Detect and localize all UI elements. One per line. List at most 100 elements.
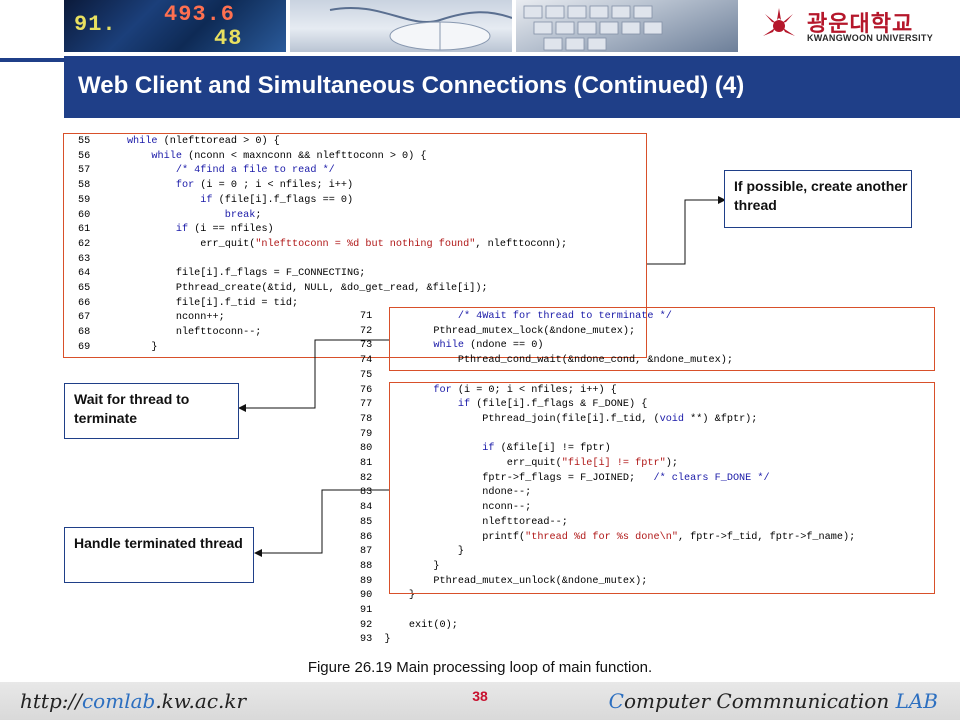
code-line: 59 if (file[i].f_flags == 0)	[78, 194, 567, 209]
code-text: if (&file[i] != fptr)	[482, 443, 611, 455]
code-text: while (nlefttoread > 0) {	[126, 136, 280, 147]
logo-english-text: KWANGWOON UNIVERSITY	[807, 33, 934, 43]
line-number: 72	[360, 325, 385, 337]
line-number: 77	[360, 399, 385, 411]
code-text: exit(0);	[384, 619, 458, 631]
lab-suffix: LAB	[895, 689, 938, 713]
ticker-text: 91.	[74, 12, 117, 37]
line-number: 85	[360, 516, 385, 528]
logo-korean-text: 광운대학교	[807, 11, 914, 36]
code-line: 72 Pthread_mutex_lock(&ndone_mutex);	[360, 325, 855, 340]
code-box-handle-thread	[389, 382, 935, 594]
line-number: 81	[360, 458, 385, 470]
line-number: 86	[360, 531, 385, 543]
code-text: Pthread_create(&tid, NULL, &do_get_read,…	[102, 283, 488, 295]
code-text: }	[384, 546, 464, 558]
code-text: for (i = 0 ; i < nfiles; i++)	[175, 180, 354, 192]
line-number: 56	[78, 150, 103, 162]
title-accent-stripe	[0, 58, 64, 62]
code-line: 81 err_quit("file[i] != fptr");	[360, 457, 855, 472]
callout-create-thread-text: If possible, create another thread	[734, 178, 908, 213]
line-number: 59	[78, 194, 103, 206]
line-number: 60	[78, 209, 103, 221]
code-text: /* 4Wait for thread to terminate */	[457, 311, 672, 322]
code-line: 78 Pthread_join(file[i].f_tid, (void **)…	[360, 413, 855, 428]
code-line: 93 }	[360, 633, 855, 648]
line-number: 76	[360, 384, 385, 396]
line-number: 74	[360, 355, 385, 367]
line-number: 93	[360, 634, 385, 646]
code-text: for (i = 0; i < nfiles; i++) {	[433, 384, 617, 396]
code-listing-top: 55 while (nlefttoread > 0) {56 while (nc…	[78, 135, 567, 356]
code-text: }	[384, 634, 391, 646]
line-number: 84	[360, 502, 385, 514]
code-line: 56 while (nconn < maxnconn && nlefttocon…	[78, 150, 567, 165]
line-number: 65	[78, 283, 103, 295]
line-number: 68	[78, 327, 103, 339]
code-line: 88 }	[360, 560, 855, 575]
code-line: 66 file[i].f_tid = tid;	[78, 297, 567, 312]
code-line: 69 }	[78, 341, 567, 356]
code-line: 63	[78, 253, 567, 268]
line-number: 91	[360, 605, 385, 617]
url-suffix: .kw.ac.kr	[155, 689, 247, 713]
figure-caption: Figure 26.19 Main processing loop of mai…	[307, 659, 653, 676]
code-text: printf("thread %d for %s done\n", fptr->…	[384, 531, 856, 543]
callout-wait-thread-text: Wait for thread to terminate	[74, 391, 190, 426]
callout-handle-thread-text: Handle terminated thread	[74, 535, 243, 551]
code-box-create-threads	[63, 133, 647, 358]
code-text: Pthread_mutex_lock(&ndone_mutex);	[384, 325, 636, 337]
code-text: nconn++;	[102, 312, 225, 324]
code-line: 92 exit(0);	[360, 619, 855, 634]
code-text: nlefttoread--;	[384, 516, 568, 528]
keyboard-photo	[516, 0, 738, 52]
line-number: 64	[78, 268, 103, 280]
code-line: 71 /* 4Wait for thread to terminate */	[360, 310, 855, 325]
title-bar: Web Client and Simultaneous Connections …	[64, 56, 960, 118]
code-line: 57 /* 4find a file to read */	[78, 164, 567, 179]
lab-words: omputer Commnunication	[623, 689, 896, 713]
callout-wait-thread: Wait for thread to terminate	[64, 383, 239, 439]
code-text: file[i].f_flags = F_CONNECTING;	[102, 268, 366, 280]
code-line: 68 nlefttoconn--;	[78, 326, 567, 341]
university-logo: 광운대학교 KWANGWOON UNIVERSITY	[745, 0, 960, 52]
line-number: 92	[360, 619, 385, 631]
code-text: Pthread_cond_wait(&ndone_cond, &ndone_mu…	[384, 355, 733, 367]
code-text: fptr->f_flags = F_JOINED; /* clears F_DO…	[384, 472, 770, 484]
code-line: 91	[360, 604, 855, 619]
footer-url[interactable]: http://comlab.kw.ac.kr	[20, 689, 246, 713]
ticker-text: 493.6	[164, 2, 236, 27]
code-text: ndone--;	[384, 487, 532, 499]
code-text: while (nconn < maxnconn && nlefttoconn >…	[151, 150, 427, 162]
callout-handle-thread: Handle terminated thread	[64, 527, 254, 583]
code-line: 55 while (nlefttoread > 0) {	[78, 135, 567, 150]
line-number: 57	[78, 165, 103, 177]
code-text: nconn--;	[384, 502, 532, 514]
code-text: break;	[224, 209, 262, 221]
lab-initial: C	[608, 689, 624, 713]
line-number: 62	[78, 238, 103, 250]
code-text: nlefttoconn--;	[102, 327, 262, 339]
code-text: if (file[i].f_flags & F_DONE) {	[457, 399, 648, 411]
line-number: 78	[360, 413, 385, 425]
code-text: }	[102, 341, 158, 353]
line-number: 83	[360, 487, 385, 499]
line-number: 71	[360, 311, 385, 322]
header-banner: 91. 493.6 48 광운대학교	[0, 0, 960, 52]
code-line: 58 for (i = 0 ; i < nfiles; i++)	[78, 179, 567, 194]
university-emblem-icon	[763, 8, 795, 36]
line-number: 69	[78, 341, 103, 353]
code-line: 60 break;	[78, 209, 567, 224]
code-line: 62 err_quit("nlefttoconn = %d but nothin…	[78, 238, 567, 253]
line-number: 67	[78, 312, 103, 324]
line-number: 66	[78, 297, 103, 309]
code-text: Pthread_join(file[i].f_tid, (void **) &f…	[384, 413, 758, 425]
code-line: 82 fptr->f_flags = F_JOINED; /* clears F…	[360, 472, 855, 487]
line-number: 61	[78, 224, 103, 236]
code-text: if (i == nfiles)	[175, 224, 274, 236]
code-text: err_quit("nlefttoconn = %d but nothing f…	[102, 238, 568, 250]
code-line: 79	[360, 428, 855, 443]
code-line: 64 file[i].f_flags = F_CONNECTING;	[78, 267, 567, 282]
line-number: 55	[78, 136, 103, 147]
line-number: 58	[78, 180, 103, 192]
